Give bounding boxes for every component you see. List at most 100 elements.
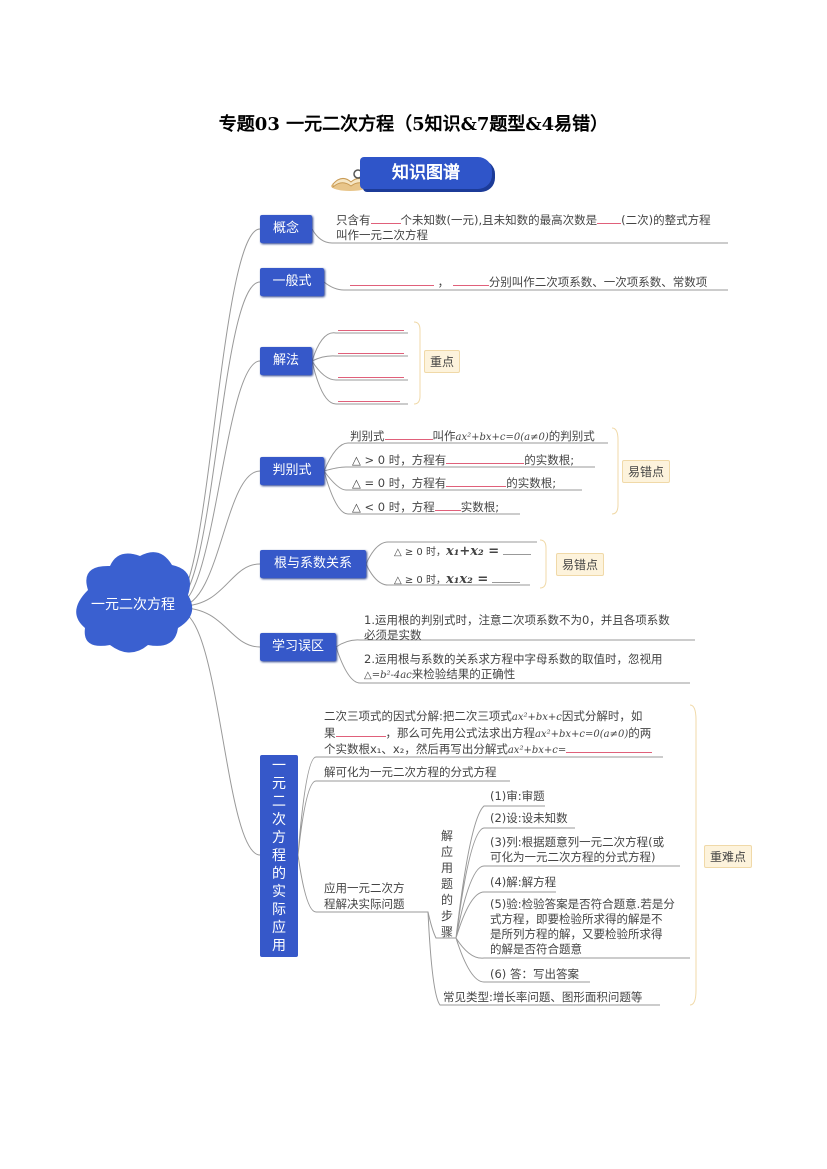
vertical-char: 步 <box>441 909 454 923</box>
text: 果 <box>324 726 336 740</box>
blank-method-4 <box>338 389 400 402</box>
disc-row-1: 判别式 叫作ax²+bx+c=0(a≠0)的判别式 <box>350 427 595 446</box>
vertical-char: 的 <box>441 893 454 907</box>
factor-line-1: 二次三项式的因式分解:把二次三项式ax²+bx+c因式分解时，如 <box>324 708 642 726</box>
vertical-char: 的 <box>272 866 286 882</box>
blank <box>335 724 386 737</box>
vieta-row-2: △ ≥ 0 时，x₁x₂ = <box>394 570 520 589</box>
text: 的判别式 <box>548 429 595 443</box>
formula: x₁x₂ = <box>445 572 489 587</box>
apply-line-2: 程解决实际问题 <box>324 897 405 911</box>
factor-line-2: 果，那么可先用公式法求出方程ax²+bx+c=0(a≠0)的两 <box>324 724 651 743</box>
vertical-char: 用 <box>272 938 286 954</box>
step-5c: 是所列方程的解，又要检验所求得 <box>490 927 663 941</box>
text: 的实数根; <box>506 476 557 490</box>
text: 只含有 <box>336 213 371 227</box>
text: △ = 0 时，方程有 <box>352 476 447 490</box>
vertical-char: 解 <box>441 829 454 843</box>
step-2: (2)设:设未知数 <box>490 811 568 825</box>
knowledge-map-banner: 知识图谱 <box>360 157 492 189</box>
blank <box>384 427 433 440</box>
mistake-1b: 必须是实数 <box>364 628 422 642</box>
common-types: 常见类型:增长率问题、图形面积问题等 <box>443 990 643 1004</box>
blank <box>370 211 401 224</box>
vertical-char: 应 <box>441 845 454 859</box>
vertical-char: 应 <box>272 920 286 936</box>
vieta-row-1: △ ≥ 0 时，x₁+x₂ = <box>394 542 531 561</box>
vertical-char: 程 <box>272 848 286 864</box>
vertical-char: 题 <box>441 877 454 891</box>
disc-row-4: △ < 0 时，方程 实数根; <box>352 498 499 515</box>
vertical-char: 一 <box>272 758 286 774</box>
step-5d: 的解是否符合题意 <box>490 942 582 956</box>
formula: △=b²-4ac <box>364 670 412 681</box>
vertical-char: 实 <box>272 884 286 900</box>
node-vieta[interactable]: 根与系数关系 <box>260 550 366 578</box>
blank <box>446 451 525 464</box>
vertical-char: 用 <box>441 861 454 875</box>
vertical-char: 际 <box>272 902 286 918</box>
text: 判别式 <box>350 429 385 443</box>
blank <box>491 570 520 583</box>
step-1: (1)审:审题 <box>490 789 545 803</box>
text: 的两 <box>628 726 652 740</box>
vertical-char: 方 <box>272 830 286 846</box>
vertical-char: 次 <box>272 812 286 828</box>
fractional-equation: 解可化为一元二次方程的分式方程 <box>324 765 497 779</box>
text: △ > 0 时，方程有 <box>352 453 447 467</box>
blank <box>350 273 434 286</box>
tag-error-prone: 易错点 <box>556 553 605 576</box>
text: 个实数根x₁、x₂，然后再写出分解式 <box>324 742 508 756</box>
concept-line1: 只含有 个未知数(一元),且未知数的最高次数是 (二次)的整式方程 <box>336 211 711 228</box>
step-6: (6) 答：写出答案 <box>490 967 579 981</box>
tag-error-prone: 易错点 <box>622 460 671 483</box>
blank-method-1 <box>338 318 404 331</box>
vertical-char: 骤 <box>441 925 454 939</box>
blank-method-2 <box>338 341 404 354</box>
text: 实数根; <box>460 500 500 514</box>
blank <box>452 273 489 286</box>
step-3b: 可化为一元二次方程的分式方程) <box>490 850 656 864</box>
mistake-1a: 1.运用根的判别式时，注意二次项系数不为0，并且各项系数 <box>364 613 670 627</box>
node-general-form[interactable]: 一般式 <box>260 268 324 296</box>
center-topic: 一元二次方程 <box>91 597 175 613</box>
page-title: 专题03 一元二次方程（5知识&7题型&4易错） <box>218 114 609 135</box>
node-discriminant[interactable]: 判别式 <box>260 457 324 485</box>
mistake-2a: 2.运用根与系数的关系求方程中字母系数的取值时，忽视用 <box>364 652 663 666</box>
disc-row-2: △ > 0 时，方程有 的实数根; <box>352 451 574 468</box>
step-3a: (3)列:根据题意列一元二次方程(或 <box>490 835 665 849</box>
text: △ ≥ 0 时， <box>394 547 446 558</box>
blank <box>446 474 507 487</box>
node-application[interactable]: 一元二次方程的实际应用 <box>260 755 298 957</box>
step-5b: 式方程，即要检验所求得的解是不 <box>490 912 663 926</box>
text: 的实数根; <box>524 453 575 467</box>
text: 因式分解时，如 <box>561 709 643 723</box>
node-solutions[interactable]: 解法 <box>260 347 312 375</box>
node-concept[interactable]: 概念 <box>260 215 312 243</box>
concept-line2: 叫作一元二次方程 <box>336 228 428 242</box>
text: 二次三项式的因式分解:把二次三项式 <box>324 709 512 723</box>
blank <box>434 498 461 511</box>
blank <box>502 542 531 555</box>
text: 个未知数(一元),且未知数的最高次数是 <box>400 213 598 227</box>
blank <box>566 740 653 753</box>
text: △ ≥ 0 时， <box>394 575 446 586</box>
text: (二次)的整式方程 <box>621 213 711 227</box>
formula: ax²+bx+c= <box>507 745 567 756</box>
text: ， <box>437 275 450 289</box>
formula: ax²+bx+c=0(a≠0) <box>455 432 549 443</box>
step-5a: (5)验:检验答案是否符合题意.若是分 <box>490 897 675 911</box>
tag-key-point: 重点 <box>424 350 461 373</box>
blank <box>597 211 622 224</box>
text: 分别叫作二次项系数、一次项系数、常数项 <box>488 275 708 289</box>
general-line: ， 分别叫作二次项系数、一次项系数、常数项 <box>350 273 707 290</box>
disc-row-3: △ = 0 时，方程有 的实数根; <box>352 474 556 491</box>
formula: ax²+bx+c <box>511 712 562 723</box>
text: △ < 0 时，方程 <box>352 500 435 514</box>
step-4: (4)解:解方程 <box>490 875 557 889</box>
node-mistakes[interactable]: 学习误区 <box>260 633 336 661</box>
formula: ax²+bx+c=0(a≠0) <box>535 729 629 740</box>
text: 叫作 <box>432 429 456 443</box>
